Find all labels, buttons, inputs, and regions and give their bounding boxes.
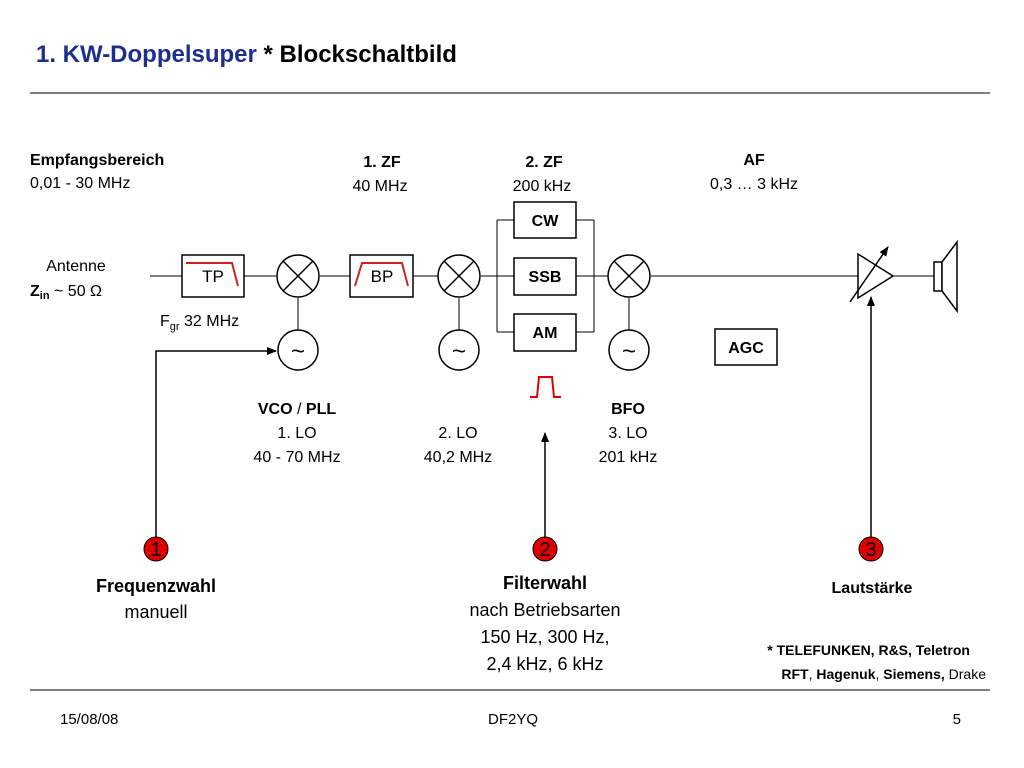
fgr-value: 32 MHz — [180, 313, 240, 330]
slide-title: 1. KW-Doppelsuper * Blockschaltbild — [36, 41, 457, 68]
lo2-label: 2. LO — [438, 425, 477, 442]
af-title: AF — [743, 152, 765, 169]
antenne-label: Antenne — [46, 258, 106, 275]
bp-filter: BP — [349, 254, 414, 298]
lo3-label: 3. LO — [608, 425, 647, 442]
control-2-title: Filterwahl — [503, 573, 587, 593]
oscillator-2-symbol: ~ — [452, 338, 466, 365]
bfo-title: BFO — [611, 401, 645, 418]
fgr-sub: gr — [170, 321, 180, 333]
am-filter: AM — [513, 313, 577, 352]
fgr-f: F — [160, 313, 170, 330]
impedance-z: Z — [30, 283, 40, 300]
manufacturer-rft: RFT — [781, 666, 809, 682]
am-label: AM — [533, 325, 558, 342]
zf1-value: 40 MHz — [352, 178, 407, 195]
control-badge-2-number: 2 — [539, 539, 550, 561]
filter-pulse-icon — [530, 376, 561, 398]
manufacturers-line-1: * TELEFUNKEN, R&S, Teletron — [767, 642, 970, 658]
amplifier-icon — [849, 246, 895, 303]
control-1-title: Frequenzwahl — [96, 576, 216, 596]
footer-date: 15/08/08 — [60, 711, 118, 728]
lo1-range: 40 - 70 MHz — [253, 449, 340, 466]
vco-sep: / — [293, 401, 306, 418]
mixer-1 — [276, 254, 320, 298]
impedance-value: ~ 50 Ω — [50, 283, 102, 300]
manufacturer-drake: Drake — [945, 666, 986, 682]
control-badge-2: 2 — [532, 536, 558, 562]
control-arrow-1 — [155, 347, 277, 538]
bp-label: BP — [371, 267, 394, 286]
vco-label: VCO / PLL — [258, 401, 336, 418]
manufacturer-hagenuk: Hagenuk — [816, 666, 875, 682]
agc-block: AGC — [714, 328, 778, 366]
manufacturer-siemens: Siemens, — [883, 666, 944, 682]
lo1-label: 1. LO — [277, 425, 316, 442]
signal-path — [150, 219, 934, 333]
cw-label: CW — [532, 213, 560, 230]
empfang-title: Empfangsbereich — [30, 152, 164, 169]
control-badge-1: 1 — [143, 536, 169, 562]
control-badge-1-number: 1 — [150, 539, 161, 561]
empfang-range: 0,01 - 30 MHz — [30, 175, 130, 192]
vco-part1: VCO — [258, 401, 293, 418]
control-badge-3: 3 — [858, 536, 884, 562]
manufacturer-sep-2: , — [876, 666, 884, 682]
loudspeaker-icon — [933, 239, 958, 314]
oscillator-3-symbol: ~ — [622, 338, 636, 365]
tp-label: TP — [202, 267, 224, 286]
cw-filter: CW — [513, 201, 577, 239]
zf1-title: 1. ZF — [363, 154, 401, 171]
vco-part2: PLL — [306, 401, 336, 418]
manufacturer-sep-1: , — [809, 666, 817, 682]
tp-filter: TP — [181, 254, 245, 298]
control-3-title: Lautstärke — [832, 580, 913, 597]
agc-label: AGC — [728, 340, 764, 357]
oscillator-3: ~ — [608, 329, 650, 371]
control-2-line-1: nach Betriebsarten — [469, 600, 620, 620]
zf2-value: 200 kHz — [513, 178, 572, 195]
lo3-freq: 201 kHz — [599, 449, 658, 466]
manufacturers-line-2: RFT, Hagenuk, Siemens, Drake — [781, 666, 986, 682]
impedance-label: Zin ~ 50 Ω — [30, 283, 102, 302]
footer-author: DF2YQ — [488, 711, 538, 728]
oscillator-2: ~ — [438, 329, 480, 371]
lo2-freq: 40,2 MHz — [424, 449, 492, 466]
slide-title-sub: * Blockschaltbild — [257, 41, 457, 68]
control-2-line-2: 150 Hz, 300 Hz, — [480, 627, 609, 647]
impedance-sub: in — [40, 290, 50, 302]
fgr-label: Fgr 32 MHz — [160, 313, 239, 333]
control-2-line-3: 2,4 kHz, 6 kHz — [486, 654, 603, 674]
oscillator-1-symbol: ~ — [291, 338, 305, 365]
slide-title-main: 1. KW-Doppelsuper — [36, 41, 257, 68]
zf2-title: 2. ZF — [525, 154, 563, 171]
af-value: 0,3 … 3 kHz — [710, 176, 798, 193]
control-badge-3-number: 3 — [865, 539, 876, 561]
ssb-filter: SSB — [513, 257, 577, 296]
footer-page-number: 5 — [953, 711, 961, 728]
oscillator-1: ~ — [277, 329, 319, 371]
mixer-3 — [607, 254, 651, 298]
mixer-2 — [437, 254, 481, 298]
control-1-line-1: manuell — [124, 602, 187, 622]
ssb-label: SSB — [529, 269, 562, 286]
